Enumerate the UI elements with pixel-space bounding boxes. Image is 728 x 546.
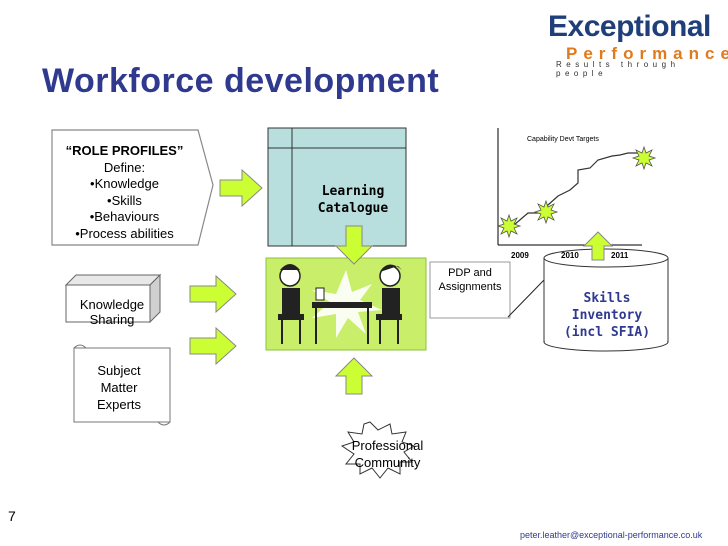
- pdp-line-2: Assignments: [438, 281, 502, 293]
- learning-catalogue-panel: [267, 127, 407, 247]
- pc-line-2: Community: [354, 455, 421, 470]
- meeting-illustration: [265, 257, 427, 351]
- knowledge-sharing-box: [64, 273, 162, 324]
- starburst-icon: [631, 145, 657, 171]
- chart-series-line: [504, 152, 640, 226]
- role-profiles-define: Define:: [103, 159, 146, 175]
- role-item-process: •Process abilities: [75, 225, 174, 241]
- knowledge-sharing-label: Knowledge Sharing: [73, 297, 151, 327]
- sme-line-1: Subject: [97, 363, 141, 378]
- logo-main-text: Exceptional: [548, 10, 711, 43]
- pc-line-1: Professional: [351, 438, 424, 453]
- chart-title: Capability Devt Targets: [527, 136, 599, 143]
- lc-line-2: Catalogue: [317, 201, 389, 216]
- si-line-1: Skills: [583, 291, 631, 306]
- logo-sub-text: Performance: [566, 44, 728, 63]
- ks-line-1: Knowledge: [79, 297, 145, 312]
- chart-tick-2011: 2011: [611, 251, 629, 260]
- pdp-line-1: PDP and: [448, 267, 492, 279]
- subject-experts-scroll: [73, 344, 171, 426]
- arrow-role-to-catalogue: [219, 168, 263, 208]
- skills-inventory-cylinder: [543, 248, 669, 352]
- learning-catalogue-label: Learning Catalogue: [316, 183, 390, 217]
- ks-line-2: Sharing: [89, 312, 135, 327]
- si-line-2: Inventory: [571, 308, 643, 323]
- arrow-skills-up: [582, 231, 614, 261]
- professional-community-burst: [340, 421, 416, 479]
- arrow-catalogue-down: [334, 225, 374, 265]
- si-line-3: (incl SFIA): [563, 325, 651, 340]
- page-title: Workforce development: [42, 62, 440, 100]
- slide-number: 7: [8, 508, 16, 524]
- arrow-ks-right: [189, 274, 237, 314]
- role-item-knowledge: •Knowledge: [90, 176, 159, 191]
- role-profiles-text: “ROLE PROFILES” Define: •Knowledge •Skil…: [62, 143, 187, 242]
- arrow-sme-right: [189, 326, 237, 366]
- role-item-skills: •Skills: [107, 192, 142, 208]
- sme-line-2: Matter: [100, 380, 138, 395]
- role-item-behaviours: •Behaviours: [89, 209, 160, 224]
- pdp-connector: [507, 279, 545, 318]
- sme-line-3: Experts: [96, 397, 142, 412]
- arrow-pc-up: [334, 357, 374, 395]
- pdp-label: PDP and Assignments: [432, 266, 508, 294]
- skills-inventory-label: Skills Inventory (incl SFIA): [550, 290, 664, 341]
- pdp-box: [429, 261, 511, 319]
- lc-line-1: Learning: [321, 184, 385, 199]
- capability-chart: [497, 128, 642, 246]
- role-profiles-shape: [51, 129, 214, 246]
- starburst-icon: [533, 199, 559, 225]
- footer-email[interactable]: peter.leather@exceptional-performance.co…: [520, 530, 703, 540]
- chart-tick-2010: 2010: [561, 251, 579, 260]
- professional-community-label: Professional Community: [340, 437, 435, 471]
- logo-tagline: Results through people: [556, 60, 680, 78]
- chart-tick-2009: 2009: [511, 251, 529, 260]
- starburst-icon: [496, 213, 522, 239]
- subject-experts-label: Subject Matter Experts: [82, 362, 156, 413]
- role-profiles-header: “ROLE PROFILES”: [65, 143, 184, 158]
